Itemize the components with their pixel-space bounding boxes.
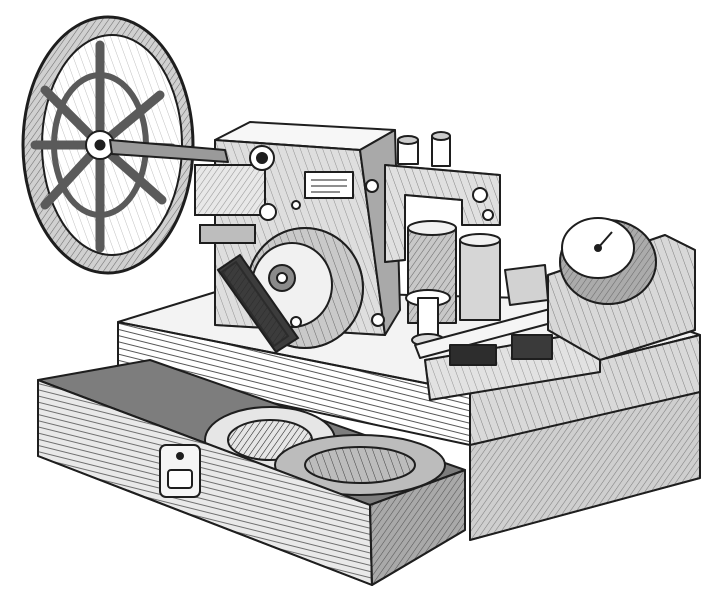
electromagnet-frame [384,131,501,347]
coil-right [459,239,501,321]
feed-mechanism [194,145,277,244]
drawer [37,359,466,586]
tape-reel-wheel [21,15,229,275]
dial-gauge [547,217,696,361]
name-plate [304,171,354,199]
morse-key [414,264,601,401]
crank-handle [216,253,300,354]
